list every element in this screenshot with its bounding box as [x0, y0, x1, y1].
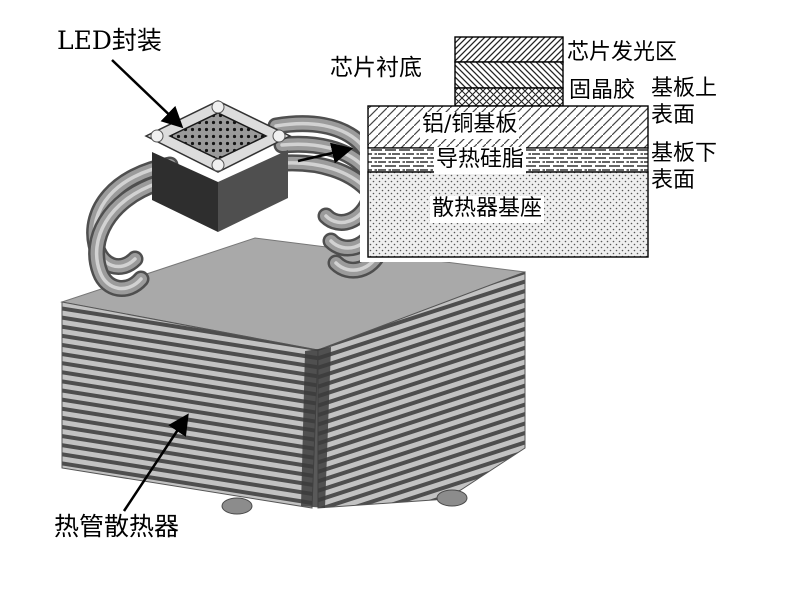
led-corner-notch — [150, 129, 164, 143]
label-chip-emitting-area: 芯片发光区 — [567, 40, 678, 65]
annotation-arrows — [111, 59, 354, 512]
arrow-to-cross-section — [297, 142, 354, 164]
label-heatsink-base: 散热器基座 — [430, 196, 545, 223]
label-al-cu-board: 铝/铜基板 — [420, 112, 520, 139]
label-thermal-grease: 导热硅脂 — [434, 147, 527, 174]
led-corner-notch — [272, 129, 286, 143]
arrow-heatsink — [122, 413, 189, 512]
led-pedestal-right-face — [218, 150, 288, 232]
label-board-top-surface: 基板上表面 — [651, 76, 718, 128]
layer-chip-emitting-area — [454, 36, 564, 63]
layer-die-attach — [454, 87, 564, 107]
heatsink-foot-left — [221, 497, 253, 515]
led-package-illustration — [144, 100, 292, 232]
label-board-bottom-surface: 基板下表面 — [651, 141, 718, 193]
heatsink-illustration — [60, 237, 526, 515]
led-chip-array — [168, 112, 268, 160]
label-heat-pipe-heatsink: 热管散热器 — [54, 512, 180, 541]
label-chip-substrate: 芯片衬底 — [330, 55, 422, 81]
layer-chip-substrate — [454, 61, 564, 89]
heatsink-notch — [301, 347, 331, 508]
heatsink-foot-right — [436, 489, 468, 507]
led-pedestal-left-face — [152, 152, 218, 232]
led-corner-notch — [211, 158, 225, 172]
heatsink-fins-left — [61, 301, 319, 509]
label-die-attach: 固晶胶 — [569, 78, 636, 103]
led-corner-notch — [211, 100, 225, 114]
label-led-package: LED封装 — [57, 26, 162, 55]
heat-pipe — [88, 174, 167, 297]
arrow-led-package — [111, 59, 184, 129]
cross-section-diagram — [360, 30, 656, 262]
